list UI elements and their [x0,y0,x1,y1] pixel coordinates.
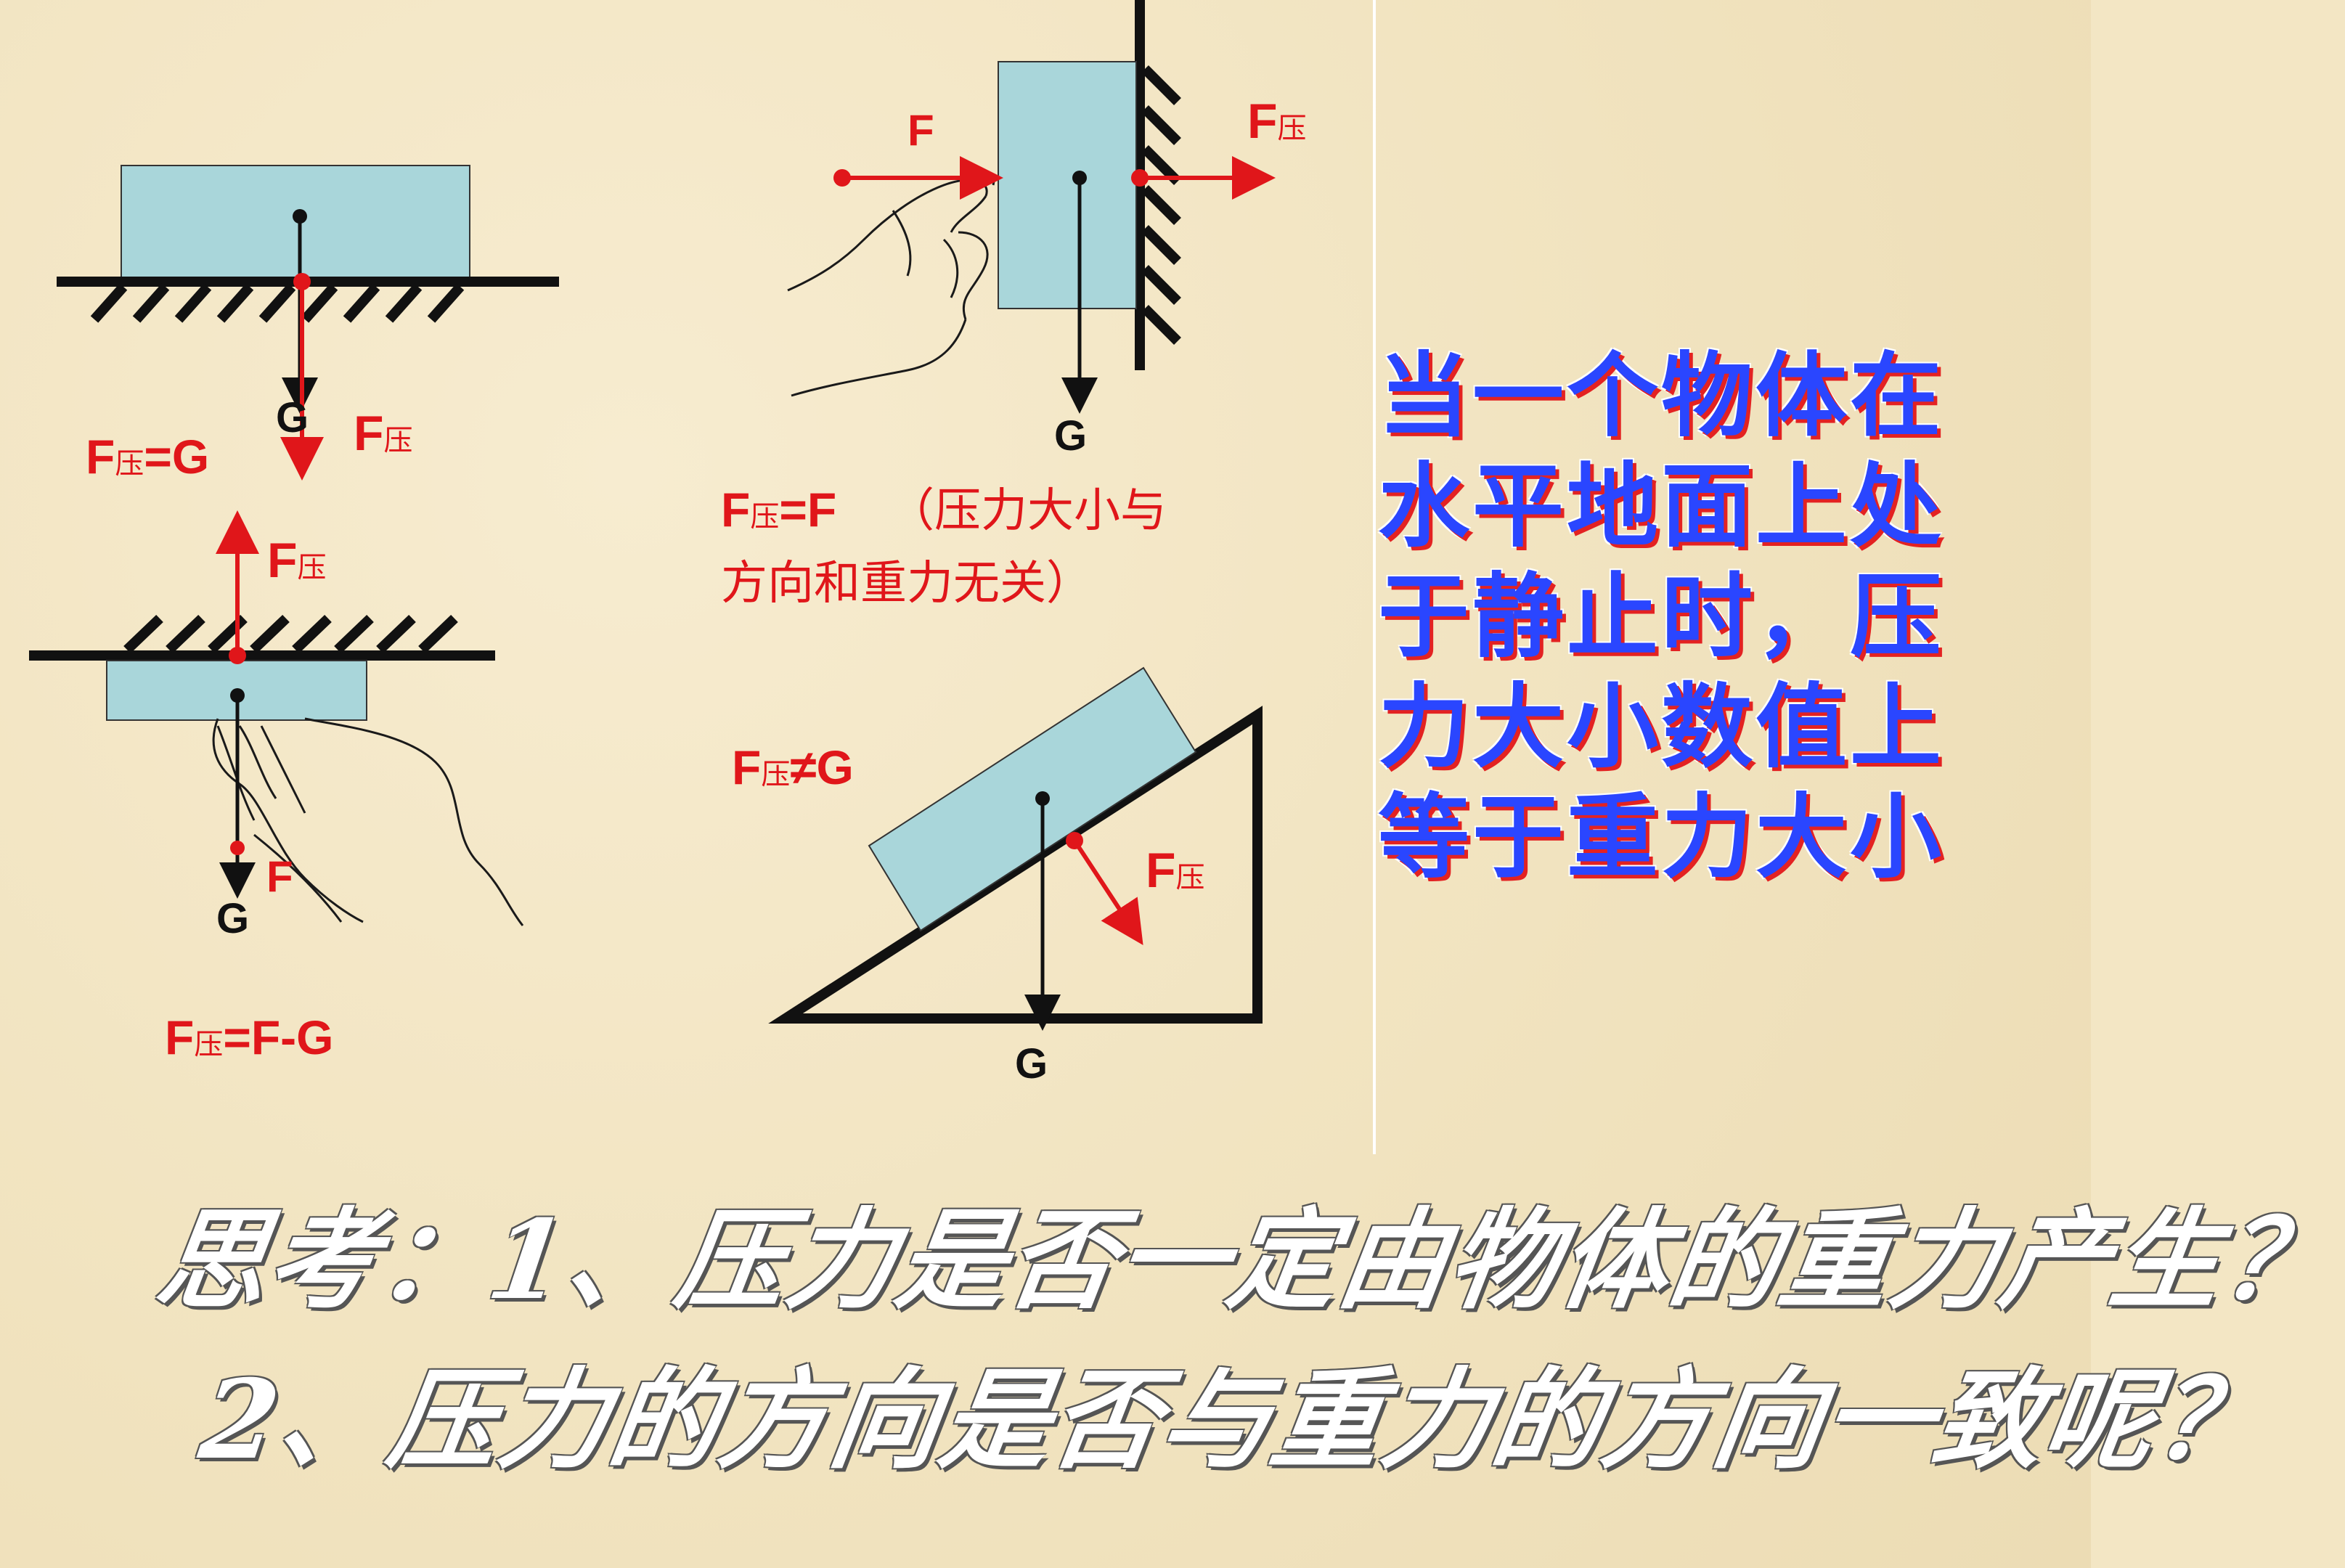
question-2: 2、压力的方向是否与重力的方向一致呢？ [192,1356,2275,1484]
wall-formula: F压=F [721,483,836,536]
floor-fya-label: F压 [354,406,413,461]
side-line-4: 力大小数值上 [1378,674,1944,780]
ceiling-diagram: F压 F G F压=F-G [29,510,524,1064]
incline-diagram: F压 G F压≠G [732,666,1263,1087]
incline-block [868,666,1197,932]
ceiling-push-dot [230,841,245,855]
wall-note-line2: 方向和重力无关） [721,557,1093,611]
hand-sketch-wall [787,173,995,397]
incline-g-label: G [1015,1040,1048,1087]
ceiling-contact-dot [229,647,246,664]
wall-push-dot [833,169,851,187]
side-line-2: 水平地面上处 [1378,453,1944,560]
wall-f-label: F [908,106,934,155]
incline-triangle [768,706,1263,1024]
ceiling-hatch [123,614,458,654]
wall-hatch [1141,65,1181,345]
ceiling-formula: F压=F-G [165,1010,334,1064]
floor-contact-dot [293,273,311,290]
ceiling-g-label: G [216,895,249,942]
incline-contact-dot [1066,832,1083,849]
wall-g-label: G [1054,412,1087,460]
floor-formula: F压=G [86,430,209,483]
wall-block [998,61,1137,309]
ceiling-center-dot [230,688,245,703]
wall-contact-dot [1131,169,1149,187]
side-line-5: 等于重力大小 [1378,784,1944,891]
floor-center-dot [293,209,307,224]
hand-sketch-ceiling [212,717,524,926]
wall-note-line1: （压力大小与 [888,484,1167,538]
side-explanation: 当一个物体在 水平地面上处 于静止时，压 力大小数值上 等于重力大小 [1378,341,2031,893]
side-line-1: 当一个物体在 [1378,343,1944,449]
floor-diagram: G F压 F压=G [57,165,559,483]
floor-hatch [90,283,465,323]
question-1: 思考：1、压力是否一定由物体的重力产生？ [149,1196,2341,1324]
wall-center-dot [1072,171,1087,185]
wall-fya-label: F压 [1247,94,1307,149]
side-line-3: 于静止时，压 [1378,563,1944,670]
incline-pressure-arrow [1072,839,1143,946]
incline-center-dot [1035,791,1050,806]
floor-g-label: G [276,394,309,441]
floor-block [121,165,470,282]
incline-formula: F压≠G [732,740,854,794]
wall-diagram: F F压 G F压=F （压力大小与 方向和重力无关） [721,0,1307,611]
ceiling-fya-label: F压 [267,533,327,588]
ceiling-f-label: F [266,852,293,901]
diagram-canvas: G F压 F压=G F压 F G F压=F-G [29,0,1376,1154]
incline-fya-label: F压 [1146,843,1205,898]
